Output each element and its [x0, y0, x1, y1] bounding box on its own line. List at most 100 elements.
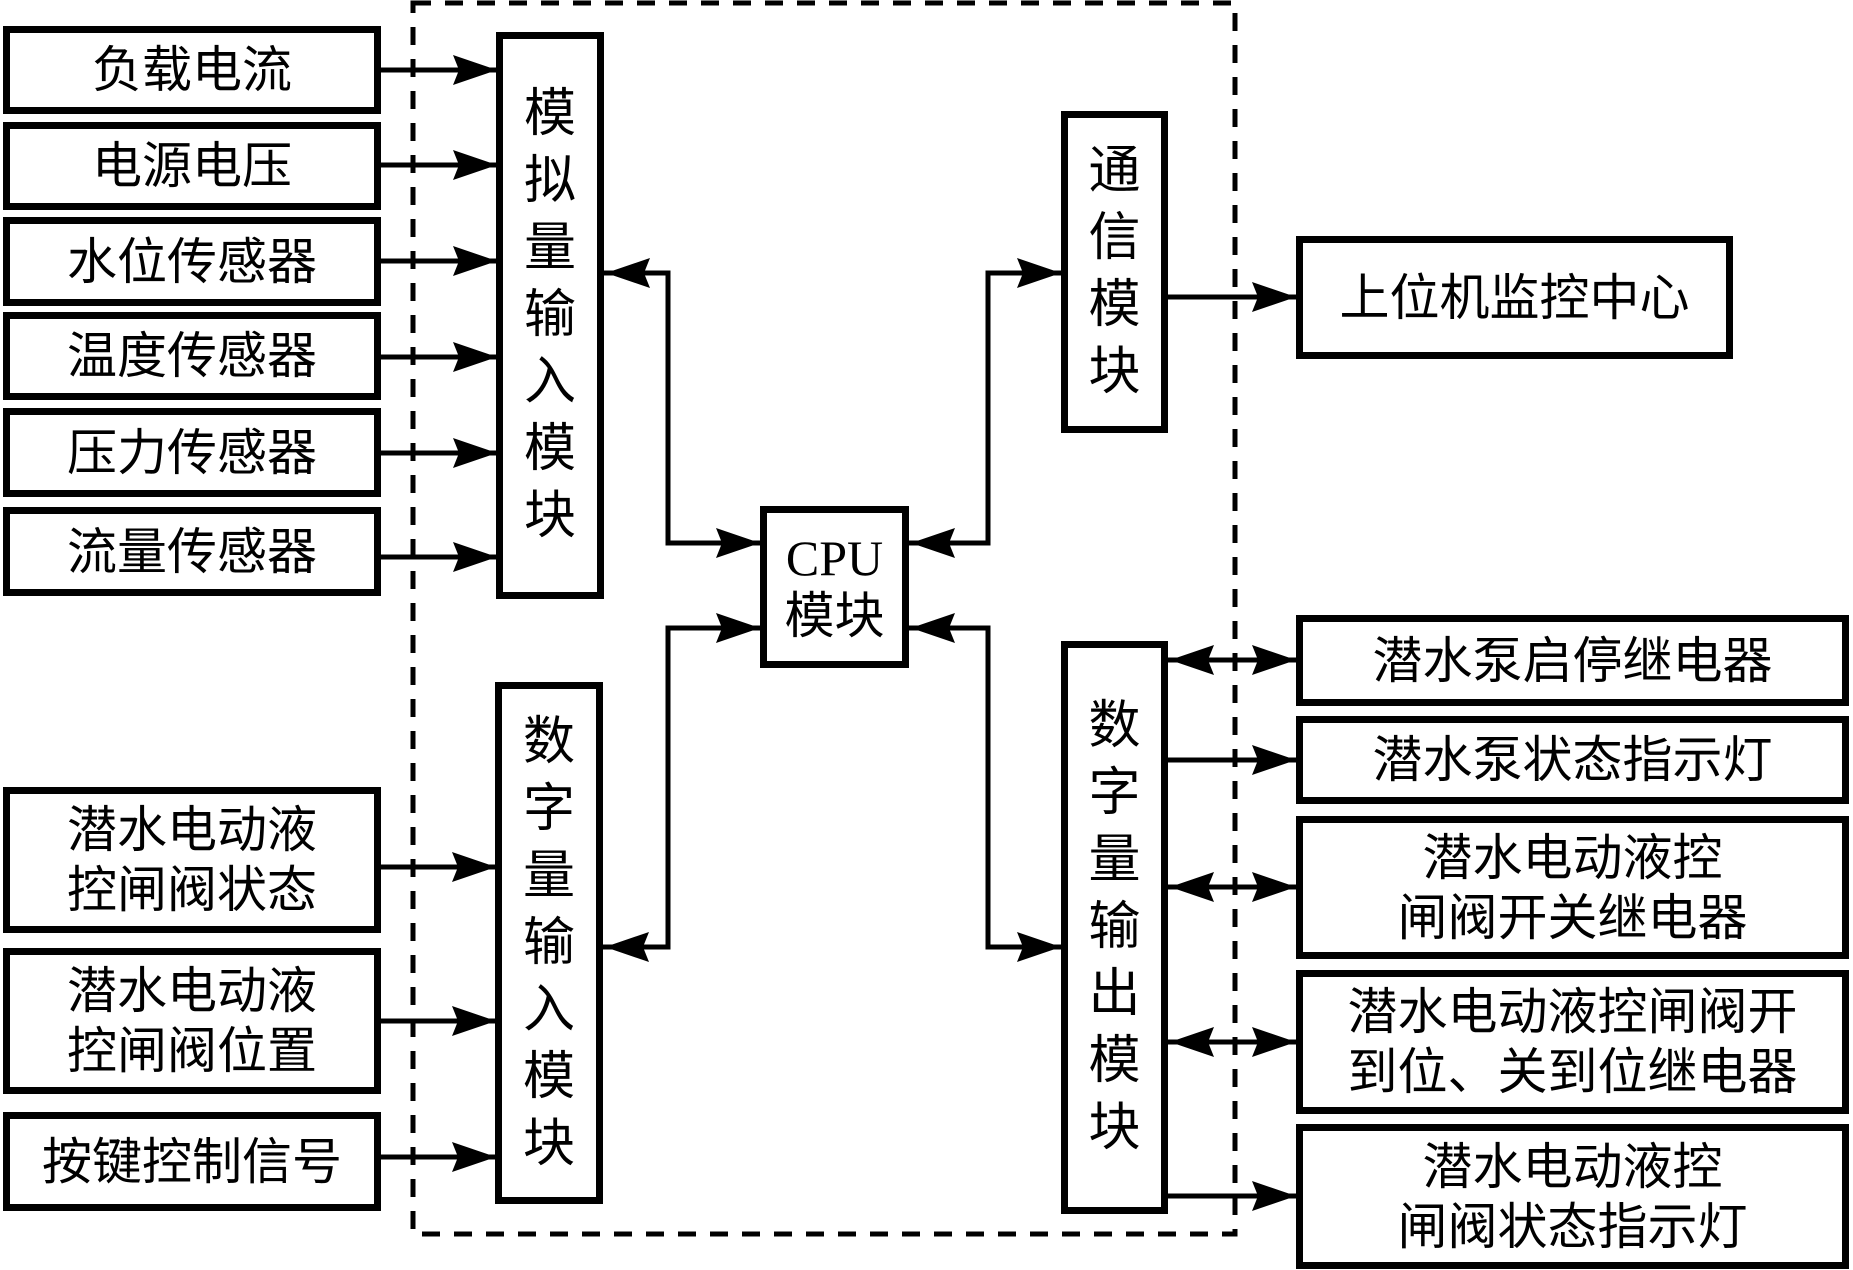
arrowhead-icon [716, 528, 760, 558]
input-label: 温度传感器 [67, 328, 317, 384]
analog-cpu-link [604, 270, 760, 546]
input-pressure-sensor: 压力传感器 [3, 408, 381, 497]
input-valve-position: 潜水电动液 控闸阀位置 [3, 948, 381, 1094]
module-label: 通信模块 [1088, 138, 1140, 406]
cpu-label-line1: CPU [785, 530, 884, 586]
module-label-char: 出 [1088, 966, 1141, 1023]
output-label: 潜水泵启停继电器 [1372, 632, 1773, 689]
module-label-char: 字 [522, 780, 575, 838]
module-label-char: 模 [522, 1048, 575, 1106]
input-label: 按键控制信号 [42, 1133, 342, 1190]
arrowhead-icon [1170, 872, 1214, 902]
input-label: 负载电流 [92, 42, 292, 98]
arrowhead-icon [1017, 258, 1061, 288]
module-label-char: 块 [1088, 344, 1141, 401]
output-label: 潜水电动液控 闸阀状态指示灯 [1397, 1138, 1748, 1255]
digital-input-cpu-link [603, 625, 760, 950]
module-label-char: 块 [522, 1115, 575, 1173]
arrowhead-icon [453, 438, 497, 468]
analog-input-module: 模拟量输入模块 [496, 32, 604, 599]
module-label: 数字量输出模块 [1088, 693, 1140, 1162]
arrowhead-icon [716, 613, 760, 643]
arrowhead-icon [452, 1006, 496, 1036]
arrowhead-icon [1252, 645, 1296, 675]
module-label-char: 入 [522, 981, 575, 1039]
module-label-char: 信 [1088, 210, 1141, 267]
input-key-control-signal: 按键控制信号 [3, 1112, 381, 1211]
module-label-char: 拟 [523, 153, 576, 210]
arrowhead-icon [605, 932, 649, 962]
input-temperature-sensor: 温度传感器 [3, 312, 381, 400]
module-label-char: 通 [1088, 143, 1141, 200]
arrowhead-icon [1252, 872, 1296, 902]
digital-input-module: 数字量输入模块 [495, 682, 603, 1204]
output-valve-status-indicator: 潜水电动液控 闸阀状态指示灯 [1296, 1124, 1849, 1269]
input-label: 流量传感器 [67, 523, 317, 580]
module-label-char: 量 [522, 847, 575, 905]
arrowhead-icon [1170, 1027, 1214, 1057]
arrowhead-icon [911, 613, 955, 643]
arrowhead-icon [453, 55, 497, 85]
arrowhead-icon [1252, 282, 1296, 312]
arrowhead-icon [1252, 745, 1296, 775]
cpu-digital-output-link [909, 625, 1061, 950]
input-supply-voltage: 电源电压 [3, 122, 381, 210]
output-pump-status-indicator: 潜水泵状态指示灯 [1296, 716, 1849, 804]
host-label: 上位机监控中心 [1339, 269, 1690, 326]
communication-module: 通信模块 [1061, 111, 1168, 433]
module-label-char: 入 [523, 354, 576, 411]
input-label: 潜水电动液 控闸阀状态 [67, 802, 317, 918]
output-pump-start-stop-relay: 潜水泵启停继电器 [1296, 615, 1849, 706]
input-label: 电源电压 [92, 138, 292, 194]
input-flow-sensor: 流量传感器 [3, 507, 381, 596]
module-label: 模拟量输入模块 [524, 81, 576, 550]
cpu-label: CPU 模块 [785, 529, 885, 645]
controller-boundary-dashed [410, 0, 1238, 1237]
input-label: 潜水电动液 控闸阀位置 [67, 963, 317, 1079]
arrowhead-icon [453, 150, 497, 180]
arrowhead-icon [911, 528, 955, 558]
arrowhead-icon [1252, 1027, 1296, 1057]
output-valve-limit-relay: 潜水电动液控闸阀开 到位、关到位继电器 [1296, 970, 1849, 1114]
module-label-char: 数 [1088, 698, 1141, 755]
arrowhead-icon [453, 342, 497, 372]
output-label: 潜水泵状态指示灯 [1372, 732, 1773, 788]
arrowhead-icon [1252, 1181, 1296, 1211]
input-valve-status: 潜水电动液 控闸阀状态 [3, 787, 381, 933]
arrowhead-icon [606, 258, 650, 288]
module-label-char: 块 [1088, 1100, 1141, 1157]
arrowhead-icon [1170, 645, 1214, 675]
input-water-level-sensor: 水位传感器 [3, 217, 381, 306]
module-label-char: 量 [523, 220, 576, 277]
module-label-char: 输 [523, 287, 576, 344]
arrowhead-icon [1017, 932, 1061, 962]
input-load-current: 负载电流 [3, 26, 381, 114]
module-label-char: 模 [523, 421, 576, 478]
arrowhead-icon [452, 1142, 496, 1172]
module-label-char: 块 [523, 488, 576, 545]
module-label-char: 模 [1088, 277, 1141, 334]
cpu-module: CPU 模块 [760, 506, 909, 668]
module-label: 数字量输入模块 [523, 709, 575, 1178]
digital-output-module: 数字量输出模块 [1061, 641, 1168, 1214]
module-label-char: 输 [522, 914, 575, 972]
module-label-char: 输 [1088, 899, 1141, 956]
host-monitoring-center: 上位机监控中心 [1296, 236, 1733, 359]
cpu-label-line2: 模块 [784, 588, 885, 644]
arrowhead-icon [452, 852, 496, 882]
output-valve-switch-relay: 潜水电动液控 闸阀开关继电器 [1296, 816, 1849, 959]
output-label: 潜水电动液控闸阀开 到位、关到位继电器 [1347, 984, 1798, 1100]
arrowhead-icon [453, 542, 497, 572]
cpu-communication-link [909, 270, 1061, 546]
module-label-char: 字 [1088, 765, 1141, 822]
module-label-char: 模 [523, 86, 576, 143]
module-label-char: 模 [1088, 1033, 1141, 1090]
input-label: 水位传感器 [67, 233, 317, 290]
output-label: 潜水电动液控 闸阀开关继电器 [1397, 829, 1748, 946]
arrowhead-icon [453, 246, 497, 276]
module-label-char: 数 [522, 713, 575, 771]
input-label: 压力传感器 [67, 424, 317, 481]
module-label-char: 量 [1088, 832, 1141, 889]
